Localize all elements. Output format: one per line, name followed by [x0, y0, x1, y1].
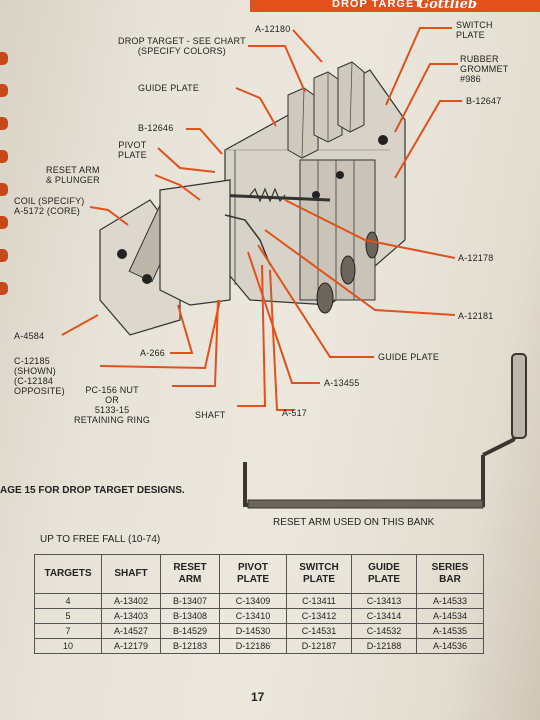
table-row: 4 A-13402 B-13407 C-13409 C-13411 C-1341… — [34, 593, 484, 609]
callout-a-12178: A-12178 — [458, 253, 494, 263]
table-cell: D-12187 — [286, 638, 352, 654]
table-cell: D-12188 — [351, 638, 417, 654]
table-cell: C-13412 — [286, 608, 352, 624]
binder-ring-icon — [0, 150, 8, 163]
drop-target-icon — [313, 71, 343, 143]
callout-a-12180: A-12180 — [255, 24, 291, 34]
table-cell: B-12183 — [160, 638, 220, 654]
header-label: DROP TARGET — [332, 0, 423, 10]
switch-blade — [340, 255, 356, 285]
table-cell: B-13408 — [160, 608, 220, 624]
reset-arm — [159, 179, 231, 306]
callout-guide-plate-bottom: GUIDE PLATE — [378, 352, 440, 362]
callout-a-13455: A-13455 — [324, 378, 360, 388]
table-cell: D-12186 — [219, 638, 287, 654]
callout-a-266: A-266 — [140, 348, 166, 358]
table-cell: C-14531 — [286, 623, 352, 639]
table-cell: C-13409 — [219, 593, 287, 609]
binder-ring-icon — [0, 183, 8, 196]
table-cell: C-13413 — [351, 593, 417, 609]
table-row: 7 A-14527 B-14529 D-14530 C-14531 C-1453… — [34, 623, 484, 639]
table-cell: A-14536 — [416, 638, 484, 654]
table-cell: C-14532 — [351, 623, 417, 639]
table-cell: 10 — [34, 638, 102, 654]
switch-blade — [365, 231, 379, 259]
binder-ring-icon — [0, 52, 8, 65]
table-cell: A-14533 — [416, 593, 484, 609]
reset-arm-caption: RESET ARM USED ON THIS BANK — [273, 517, 435, 528]
rubber-grommet-icon — [378, 135, 388, 145]
callout-leaders — [61, 27, 462, 411]
screw-icon — [117, 249, 127, 259]
table-cell: A-13402 — [101, 593, 161, 609]
table-cell: A-12179 — [101, 638, 161, 654]
table-cell: A-14535 — [416, 623, 484, 639]
table-cell: B-13407 — [160, 593, 220, 609]
spring-icon — [249, 187, 286, 203]
page-number: 17 — [251, 690, 265, 704]
table-cell: 7 — [34, 623, 102, 639]
gottlieb-logo: Gottlieb — [418, 0, 478, 12]
binder-ring-icon — [0, 216, 8, 229]
table-title: UP TO FREE FALL (10-74) — [40, 534, 161, 545]
table-cell: A-13403 — [101, 608, 161, 624]
callout-b-12646: B-12646 — [138, 123, 174, 133]
callout-a-12181: A-12181 — [458, 311, 494, 321]
binder-ring-icon — [0, 249, 8, 262]
handle-icon — [511, 353, 527, 439]
table-row: 5 A-13403 B-13408 C-13410 C-13412 C-1341… — [34, 608, 484, 624]
callout-a-4584: A-4584 — [14, 331, 45, 341]
screw-icon — [312, 191, 320, 199]
section-reference: AGE 15 FOR DROP TARGET DESIGNS. — [0, 485, 185, 496]
table-cell: A-14527 — [101, 623, 161, 639]
callout-b-12647: B-12647 — [466, 96, 502, 106]
callout-shaft: SHAFT — [195, 410, 226, 420]
table-cell: C-13410 — [219, 608, 287, 624]
col-header-shaft: SHAFT — [101, 554, 161, 594]
binder-ring-icon — [0, 84, 8, 97]
table-cell: C-13411 — [286, 593, 352, 609]
plunger — [224, 214, 271, 266]
drop-target-icon — [337, 61, 365, 133]
screw-icon — [142, 274, 152, 284]
table-cell: B-14529 — [160, 623, 220, 639]
table-cell: 5 — [34, 608, 102, 624]
callout-guide-plate-top: GUIDE PLATE — [138, 83, 200, 93]
table-row: 10 A-12179 B-12183 D-12186 D-12187 D-121… — [34, 638, 484, 654]
table-cell: A-14534 — [416, 608, 484, 624]
switch-stack — [299, 159, 376, 301]
col-header-targets: TARGETS — [34, 554, 102, 594]
binder-ring-icon — [0, 282, 8, 295]
table-cell: D-14530 — [219, 623, 287, 639]
shaft — [214, 193, 331, 202]
callout-reset-arm-plunger: RESET ARM& PLUNGER — [46, 165, 100, 185]
reset-arm-detail-illustration — [243, 353, 527, 509]
callout-drop-target: DROP TARGET - SEE CHART(SPECIFY COLORS) — [118, 36, 246, 56]
screw-icon — [336, 171, 344, 179]
header-strip — [250, 0, 540, 12]
callout-a-517: A-517 — [282, 408, 308, 418]
table-cell: 4 — [34, 593, 102, 609]
binder-ring-icon — [0, 117, 8, 130]
table-cell: C-13414 — [351, 608, 417, 624]
switch-blade — [316, 282, 334, 314]
callout-coil: COIL (SPECIFY)A-5172 (CORE) — [14, 196, 85, 216]
